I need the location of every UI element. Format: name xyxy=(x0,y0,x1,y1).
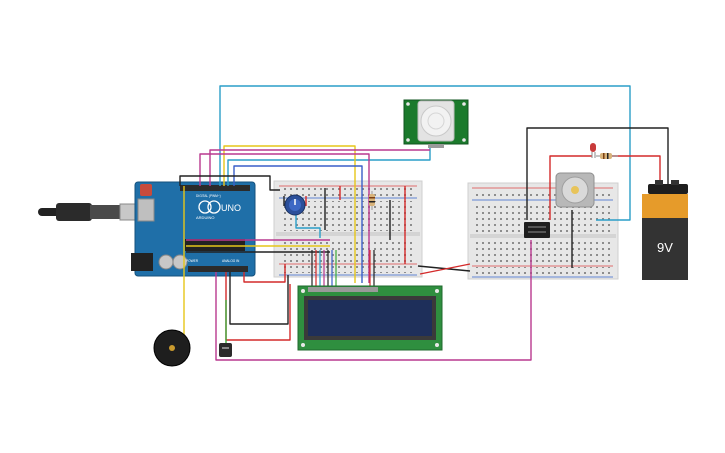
digital-header[interactable] xyxy=(180,185,250,191)
resistor-left[interactable] xyxy=(369,191,375,210)
battery-9v[interactable]: 9V xyxy=(642,180,688,280)
lcd-16x2[interactable] xyxy=(297,285,443,351)
wires xyxy=(179,85,669,361)
piezo-buzzer[interactable] xyxy=(153,329,191,367)
reset-button[interactable] xyxy=(140,184,152,196)
arduino-logo-icon xyxy=(198,200,212,214)
wire-red-1 xyxy=(243,264,286,283)
power-jack xyxy=(131,253,153,271)
pir-dome-icon xyxy=(420,105,452,137)
digital-label: DIGITAL (PWM~) xyxy=(196,194,221,198)
led-red[interactable] xyxy=(590,143,596,158)
wire-red-4 xyxy=(549,155,592,220)
wire-black-1 xyxy=(179,175,280,191)
pir-sensor[interactable] xyxy=(403,99,469,148)
lcd-wires xyxy=(311,250,375,286)
analog-label: ANALOG IN xyxy=(222,259,240,263)
wire-black-2 xyxy=(526,127,669,220)
wire-red-5 xyxy=(419,263,471,275)
wire-red-3 xyxy=(606,155,661,188)
resistor[interactable] xyxy=(596,153,618,159)
battery-voltage-label: 9V xyxy=(657,240,673,255)
breadboard-left[interactable] xyxy=(273,180,423,278)
lcd-header-pins xyxy=(308,287,378,292)
analog-header[interactable] xyxy=(188,266,248,272)
arduino-brand: UNO xyxy=(221,203,241,213)
wire-magenta-1 xyxy=(199,153,370,283)
wire-yellow-1 xyxy=(223,145,356,283)
potentiometer[interactable] xyxy=(284,194,306,216)
usb-cable xyxy=(38,203,141,221)
usb-port xyxy=(137,198,155,222)
temperature-sensor[interactable] xyxy=(219,343,232,357)
wire-cyan-top xyxy=(219,85,631,221)
lcd-screen xyxy=(308,300,432,336)
wire-pot-cyan xyxy=(295,214,321,238)
wire-magenta-3 xyxy=(215,240,532,361)
wire-black-3 xyxy=(229,272,289,325)
arduino-logo-text: ARDUINO xyxy=(196,215,214,220)
power-label: POWER xyxy=(186,259,199,263)
relay[interactable] xyxy=(524,222,550,238)
arduino-uno[interactable]: UNO ARDUINO DIGITAL (PWM~) POWER ANALOG … xyxy=(131,181,256,277)
wire-magenta-2 xyxy=(209,149,430,186)
wire-cyan-pir xyxy=(227,148,431,186)
buzzer-center-icon xyxy=(169,345,175,351)
motor-shaft-icon xyxy=(571,186,579,194)
dc-motor[interactable] xyxy=(555,172,595,208)
atmega-chip xyxy=(185,239,245,251)
